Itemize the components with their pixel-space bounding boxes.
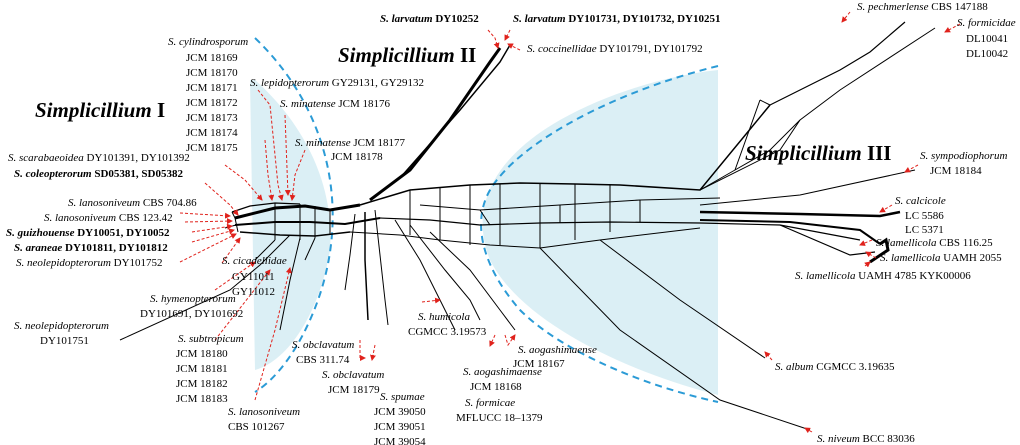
taxon-formicidae: S. formicidae [957, 17, 1016, 29]
taxon-spumae: S. spumae [380, 391, 425, 403]
pointer-arrows [179, 11, 961, 434]
taxon-calcicole-strain-1: LC 5586 [905, 210, 944, 222]
network-branches [119, 21, 936, 431]
taxon-lanosoniveum-2: S. lanosoniveum CBS 123.42 [44, 212, 173, 224]
taxon-cylindrosporum-strain-1: JCM 18169 [186, 52, 238, 64]
taxon-cylindrosporum-strain-3: JCM 18171 [186, 82, 238, 94]
taxon-cicadellidae-strain-2: GY11012 [232, 286, 275, 298]
taxon-calcicole: S. calcicole [895, 195, 946, 207]
group-i-shade [250, 80, 331, 370]
taxon-spumae-strain-2: JCM 39051 [374, 421, 426, 433]
taxon-larvatum-2: S. larvatum DY101731, DY101732, DY10251 [513, 13, 721, 25]
taxon-calcicole-strain-2: LC 5371 [905, 224, 944, 236]
taxon-subtropicum: S. subtropicum [178, 333, 244, 345]
taxon-cylindrosporum-strain-4: JCM 18172 [186, 97, 238, 109]
taxon-obclavatum-1: S. obclavatum [292, 339, 354, 351]
taxon-formicidae-strain-1: DL10041 [966, 33, 1008, 45]
taxon-neolepidopterorum-1: S. neolepidopterorum DY101752 [16, 257, 163, 269]
taxon-formicae: S. formicae [465, 397, 515, 409]
taxon-coccinellidae: S. coccinellidae DY101791, DY101792 [527, 43, 703, 55]
taxon-pechmerlense: S. pechmerlense CBS 147188 [857, 1, 988, 13]
taxon-subtropicum-strain-1: JCM 18180 [176, 348, 228, 360]
taxon-subtropicum-strain-3: JCM 18182 [176, 378, 228, 390]
taxon-lepidopterorum: S. lepidopterorum GY29131, GY29132 [250, 77, 424, 89]
taxon-obclavatum-1-strain: CBS 311.74 [296, 354, 350, 366]
taxon-lamellicola-3: S. lamellicola UAMH 4785 KYK00006 [795, 270, 971, 282]
group-iii-shade [482, 70, 718, 395]
taxon-neolepidopterorum-2-strain: DY101751 [40, 335, 89, 347]
taxon-lamellicola-1: S. lamellicola CBS 116.25 [876, 237, 993, 249]
taxon-cylindrosporum-strain-2: JCM 18170 [186, 67, 238, 79]
taxon-cylindrosporum: S. cylindrosporum [168, 36, 248, 48]
taxon-formicae-strain: MFLUCC 18–1379 [456, 412, 543, 424]
taxon-lanosoniveum-3: S. lanosoniveum [228, 406, 300, 418]
taxon-aogashimaense-1: S. aogashimaense [518, 344, 597, 356]
taxon-subtropicum-strain-2: JCM 18181 [176, 363, 228, 375]
taxon-niveum: S. niveum BCC 83036 [817, 433, 915, 445]
group-ii-title: Simplicillium II [338, 43, 476, 67]
taxon-aogashimaense-2: S. aogashimaense [463, 366, 542, 378]
taxon-humicola-strain: CGMCC 3.19573 [408, 326, 487, 338]
taxon-humicola: S. humicola [418, 311, 470, 323]
taxon-minatense-2-strain-2: JCM 18178 [331, 151, 383, 163]
taxon-hymenopterorum: S. hymenopterorum [150, 293, 236, 305]
group-iii-title: Simplicillium III [745, 141, 891, 165]
taxon-larvatum-1: S. larvatum DY10252 [380, 13, 479, 25]
taxon-araneae: S. araneae DY101811, DY101812 [14, 242, 168, 254]
taxon-lanosoniveum-1: S. lanosoniveum CBS 704.86 [68, 197, 197, 209]
group-i-boundary [254, 37, 334, 393]
taxon-scarabaeoidea: S. scarabaeoidea DY101391, DY101392 [8, 152, 190, 164]
taxon-cicadellidae-strain-1: GY11011 [232, 271, 275, 283]
taxon-spumae-strain-1: JCM 39050 [374, 406, 426, 418]
taxon-obclavatum-2: S. obclavatum [322, 369, 384, 381]
group-iii-boundary [480, 65, 719, 403]
taxon-cylindrosporum-strain-5: JCM 18173 [186, 112, 238, 124]
taxon-guizhouense: S. guizhouense DY10051, DY10052 [6, 227, 170, 239]
taxon-minatense-1: S. minatense JCM 18176 [280, 98, 391, 110]
taxon-sympodiophorum-strain: JCM 18184 [930, 165, 982, 177]
taxon-hymenopterorum-strain: DY101691, DY101692 [140, 308, 243, 320]
taxon-sympodiophorum: S. sympodiophorum [920, 150, 1007, 162]
group-i-title: Simplicillium I [35, 98, 165, 122]
taxon-cicadellidae: S. cicadellidae [222, 255, 287, 267]
taxon-album: S. album CGMCC 3.19635 [775, 361, 895, 373]
taxon-cylindrosporum-strain-7: JCM 18175 [186, 142, 238, 154]
taxon-lanosoniveum-3-strain: CBS 101267 [228, 421, 285, 433]
taxon-subtropicum-strain-4: JCM 18183 [176, 393, 228, 405]
taxon-obclavatum-2-strain: JCM 18179 [328, 384, 380, 396]
taxon-formicidae-strain-2: DL10042 [966, 48, 1008, 60]
taxon-cylindrosporum-strain-6: JCM 18174 [186, 127, 238, 139]
taxon-aogashimaense-2-strain: JCM 18168 [470, 381, 522, 393]
taxon-lamellicola-2: S. lamellicola UAMH 2055 [880, 252, 1002, 264]
taxon-spumae-strain-3: JCM 39054 [374, 436, 426, 445]
taxon-minatense-2: S. minatense JCM 18177 [295, 137, 406, 149]
taxon-neolepidopterorum-2: S. neolepidopterorum [14, 320, 109, 332]
taxon-aogashimaense-1-strain: JCM 18167 [513, 358, 565, 370]
taxon-coleopterorum: S. coleopterorum SD05381, SD05382 [14, 168, 183, 180]
